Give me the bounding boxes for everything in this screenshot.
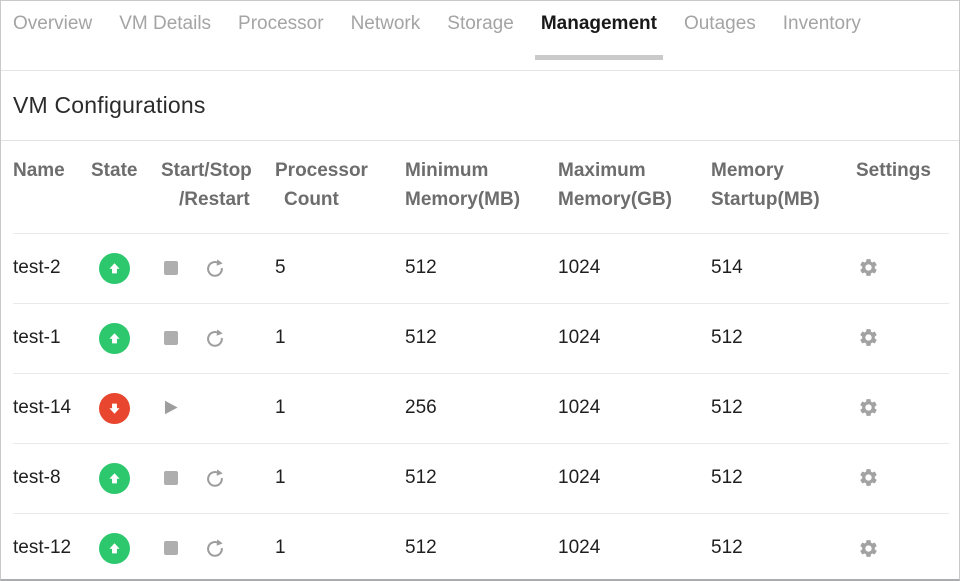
up-arrow-glyph	[109, 472, 120, 483]
stop-icon	[164, 470, 178, 485]
col-header-settings: Settings	[856, 160, 931, 181]
play-icon	[164, 401, 178, 415]
tab-storage[interactable]: Storage	[447, 13, 514, 34]
gear-icon	[860, 539, 877, 557]
vm-name: test-1	[13, 327, 61, 348]
tab-processor[interactable]: Processor	[238, 13, 324, 34]
col-header-start-stop-restart: Start/Stop/Restart	[161, 160, 252, 210]
settings-button[interactable]	[858, 257, 879, 278]
restart-button[interactable]	[204, 537, 226, 559]
stop-icon	[164, 541, 178, 556]
tab-network[interactable]: Network	[350, 13, 421, 34]
stop-button[interactable]	[164, 541, 178, 556]
restart-icon	[207, 539, 224, 557]
start-button[interactable]	[161, 398, 180, 417]
stop-icon	[164, 330, 178, 345]
min-memory-value: 512	[405, 467, 437, 488]
restart-icon	[207, 329, 224, 347]
restart-icon	[207, 469, 224, 487]
restart-button[interactable]	[204, 327, 226, 349]
up-arrow-glyph	[109, 543, 120, 554]
processor-count: 1	[275, 537, 286, 559]
processor-count: 1	[275, 467, 286, 488]
state-icon	[99, 462, 130, 494]
up-arrow-glyph	[109, 332, 120, 343]
max-memory-value: 1024	[558, 257, 601, 278]
up-arrow-glyph	[109, 262, 120, 273]
restart-button[interactable]	[204, 467, 226, 489]
tab-overview[interactable]: Overview	[13, 13, 93, 34]
max-memory-value: 1024	[558, 327, 601, 348]
state-icon	[99, 392, 130, 424]
restart-icon	[207, 259, 224, 277]
tab-outages[interactable]: Outages	[683, 13, 756, 34]
processor-count: 5	[275, 257, 286, 278]
memory-startup-value: 512	[711, 397, 743, 418]
table-row: test-1	[13, 303, 949, 373]
stop-button[interactable]	[164, 260, 178, 275]
tab-management[interactable]: Management	[534, 13, 664, 60]
max-memory-value: 1024	[558, 537, 601, 559]
col-header-state: State	[91, 160, 138, 181]
restart-button[interactable]	[204, 257, 226, 279]
processor-count: 1	[275, 397, 286, 418]
memory-startup-value: 512	[711, 467, 743, 488]
max-memory-value: 1024	[558, 467, 601, 488]
vm-name: test-8	[13, 467, 61, 488]
stop-button[interactable]	[164, 470, 178, 485]
tab-bar: Overview VM Details Processor Network St…	[1, 1, 959, 71]
vm-name: test-14	[13, 397, 72, 418]
tab-inventory[interactable]: Inventory	[782, 13, 861, 34]
state-icon	[99, 252, 130, 284]
state-icon	[99, 322, 130, 354]
gear-icon	[860, 259, 877, 277]
table-row: test-14	[13, 373, 949, 443]
state-icon	[99, 532, 130, 564]
col-header-name: Name	[13, 160, 65, 181]
min-memory-value: 512	[405, 537, 437, 559]
min-memory-value: 256	[405, 397, 437, 418]
stop-button[interactable]	[164, 330, 178, 345]
stop-icon	[164, 260, 178, 275]
vm-name: test-2	[13, 257, 61, 278]
memory-startup-value: 512	[711, 327, 743, 348]
settings-button[interactable]	[858, 538, 879, 559]
min-memory-value: 512	[405, 327, 437, 348]
gear-icon	[860, 469, 877, 487]
vm-name: test-12	[13, 537, 72, 559]
processor-count: 1	[275, 327, 286, 348]
page-title: VM Configurations	[13, 92, 206, 118]
up-arrow-glyph	[109, 403, 120, 414]
memory-startup-value: 514	[711, 257, 743, 278]
settings-button[interactable]	[858, 397, 879, 418]
gear-icon	[860, 399, 877, 417]
table-row: test-2	[13, 233, 949, 303]
max-memory-value: 1024	[558, 397, 601, 418]
settings-button[interactable]	[858, 327, 879, 348]
memory-startup-value: 512	[711, 537, 743, 559]
gear-icon	[860, 329, 877, 347]
settings-button[interactable]	[858, 467, 879, 488]
table-row: test-12	[13, 513, 949, 579]
section-header: VM Configurations	[1, 71, 959, 141]
tab-vm-details[interactable]: VM Details	[119, 13, 212, 34]
table-row: test-8	[13, 443, 949, 513]
min-memory-value: 512	[405, 257, 437, 278]
